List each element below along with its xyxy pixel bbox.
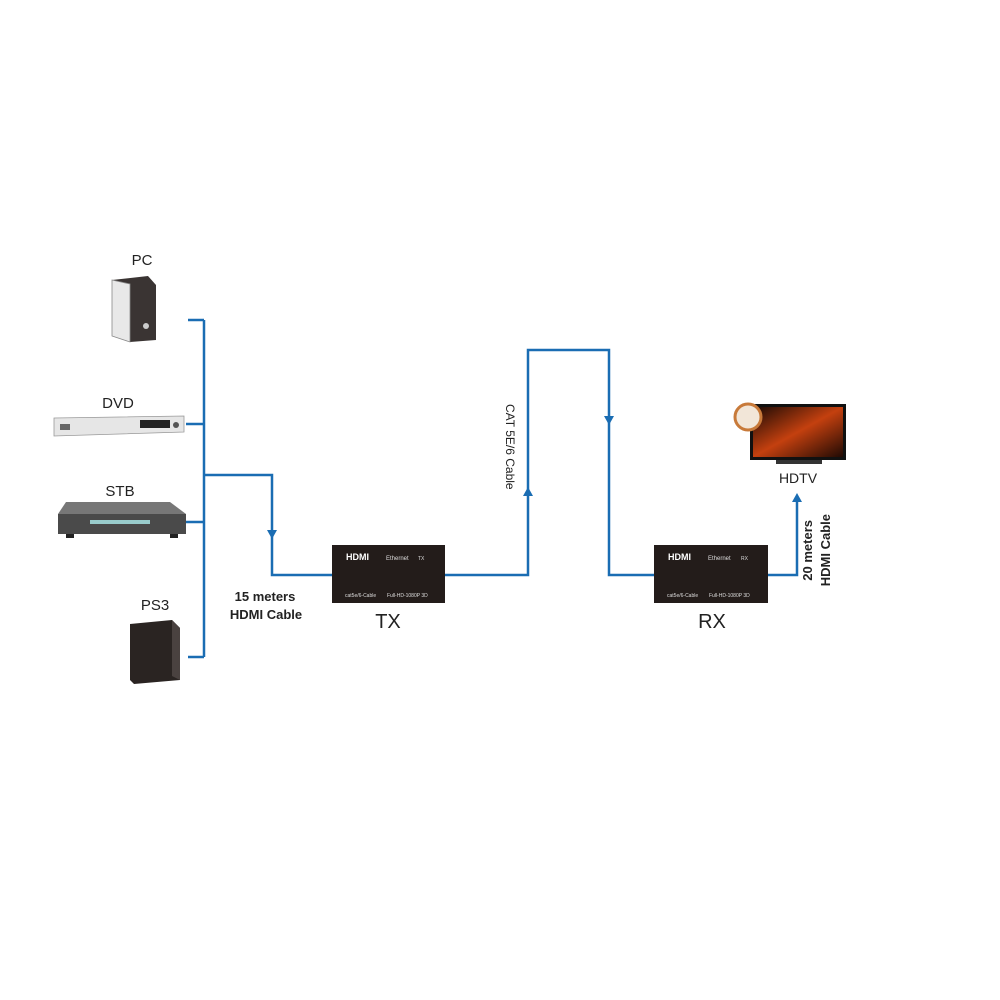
pc-device: PC bbox=[111, 252, 156, 343]
tx-hdmi-logo: HDMI bbox=[346, 552, 369, 562]
output-hdmi-cable-line bbox=[768, 500, 799, 577]
rx-hdmi-logo: HDMI bbox=[668, 552, 691, 562]
hdtv-label: HDTV bbox=[779, 470, 818, 486]
rx-extender: HDMI Ethernet RX cat5e/6-Cable Full-HD-1… bbox=[654, 545, 768, 633]
output-cable-length-label: 20 meters bbox=[800, 520, 815, 581]
rx-ethernet-text: Ethernet bbox=[708, 556, 731, 562]
tx-label: TX bbox=[375, 611, 401, 633]
rx-tag: RX bbox=[741, 556, 749, 562]
input-cable-type-label: HDMI Cable bbox=[230, 607, 302, 622]
cables bbox=[186, 318, 799, 659]
stb-label: STB bbox=[105, 483, 134, 500]
ps3-label: PS3 bbox=[141, 597, 169, 614]
tx-footer-right: Full-HD-1080P 3D bbox=[387, 593, 428, 599]
dvd-device: DVD bbox=[53, 395, 185, 437]
cat-cable-label: CAT 5E/6 Cable bbox=[503, 404, 517, 490]
rx-label: RX bbox=[698, 611, 726, 633]
arrow-up-icon bbox=[523, 487, 533, 496]
arrow-down-icon bbox=[267, 530, 277, 539]
tx-tag: TX bbox=[418, 556, 425, 562]
rx-footer-left: cat5e/6-Cable bbox=[667, 593, 698, 599]
output-cable-type-label: HDMI Cable bbox=[818, 514, 833, 586]
pc-label: PC bbox=[132, 252, 153, 269]
dvd-label: DVD bbox=[102, 395, 134, 412]
arrow-down-icon bbox=[604, 416, 614, 425]
tx-ethernet-text: Ethernet bbox=[386, 556, 409, 562]
arrow-up-icon bbox=[792, 493, 802, 502]
ps3-device: PS3 bbox=[130, 597, 180, 684]
arrows bbox=[267, 416, 802, 539]
rx-footer-right: Full-HD-1080P 3D bbox=[709, 593, 750, 599]
cat-cable-line bbox=[445, 348, 654, 577]
stb-device: STB bbox=[58, 483, 186, 538]
input-cable-length-label: 15 meters bbox=[235, 589, 296, 604]
hdtv-device: HDTV bbox=[733, 402, 846, 486]
input-hdmi-cable-line bbox=[204, 473, 332, 577]
input-bus-line bbox=[186, 318, 206, 659]
tx-footer-left: cat5e/6-Cable bbox=[345, 593, 376, 599]
tx-extender: HDMI Ethernet TX cat5e/6-Cable Full-HD-1… bbox=[332, 545, 445, 633]
